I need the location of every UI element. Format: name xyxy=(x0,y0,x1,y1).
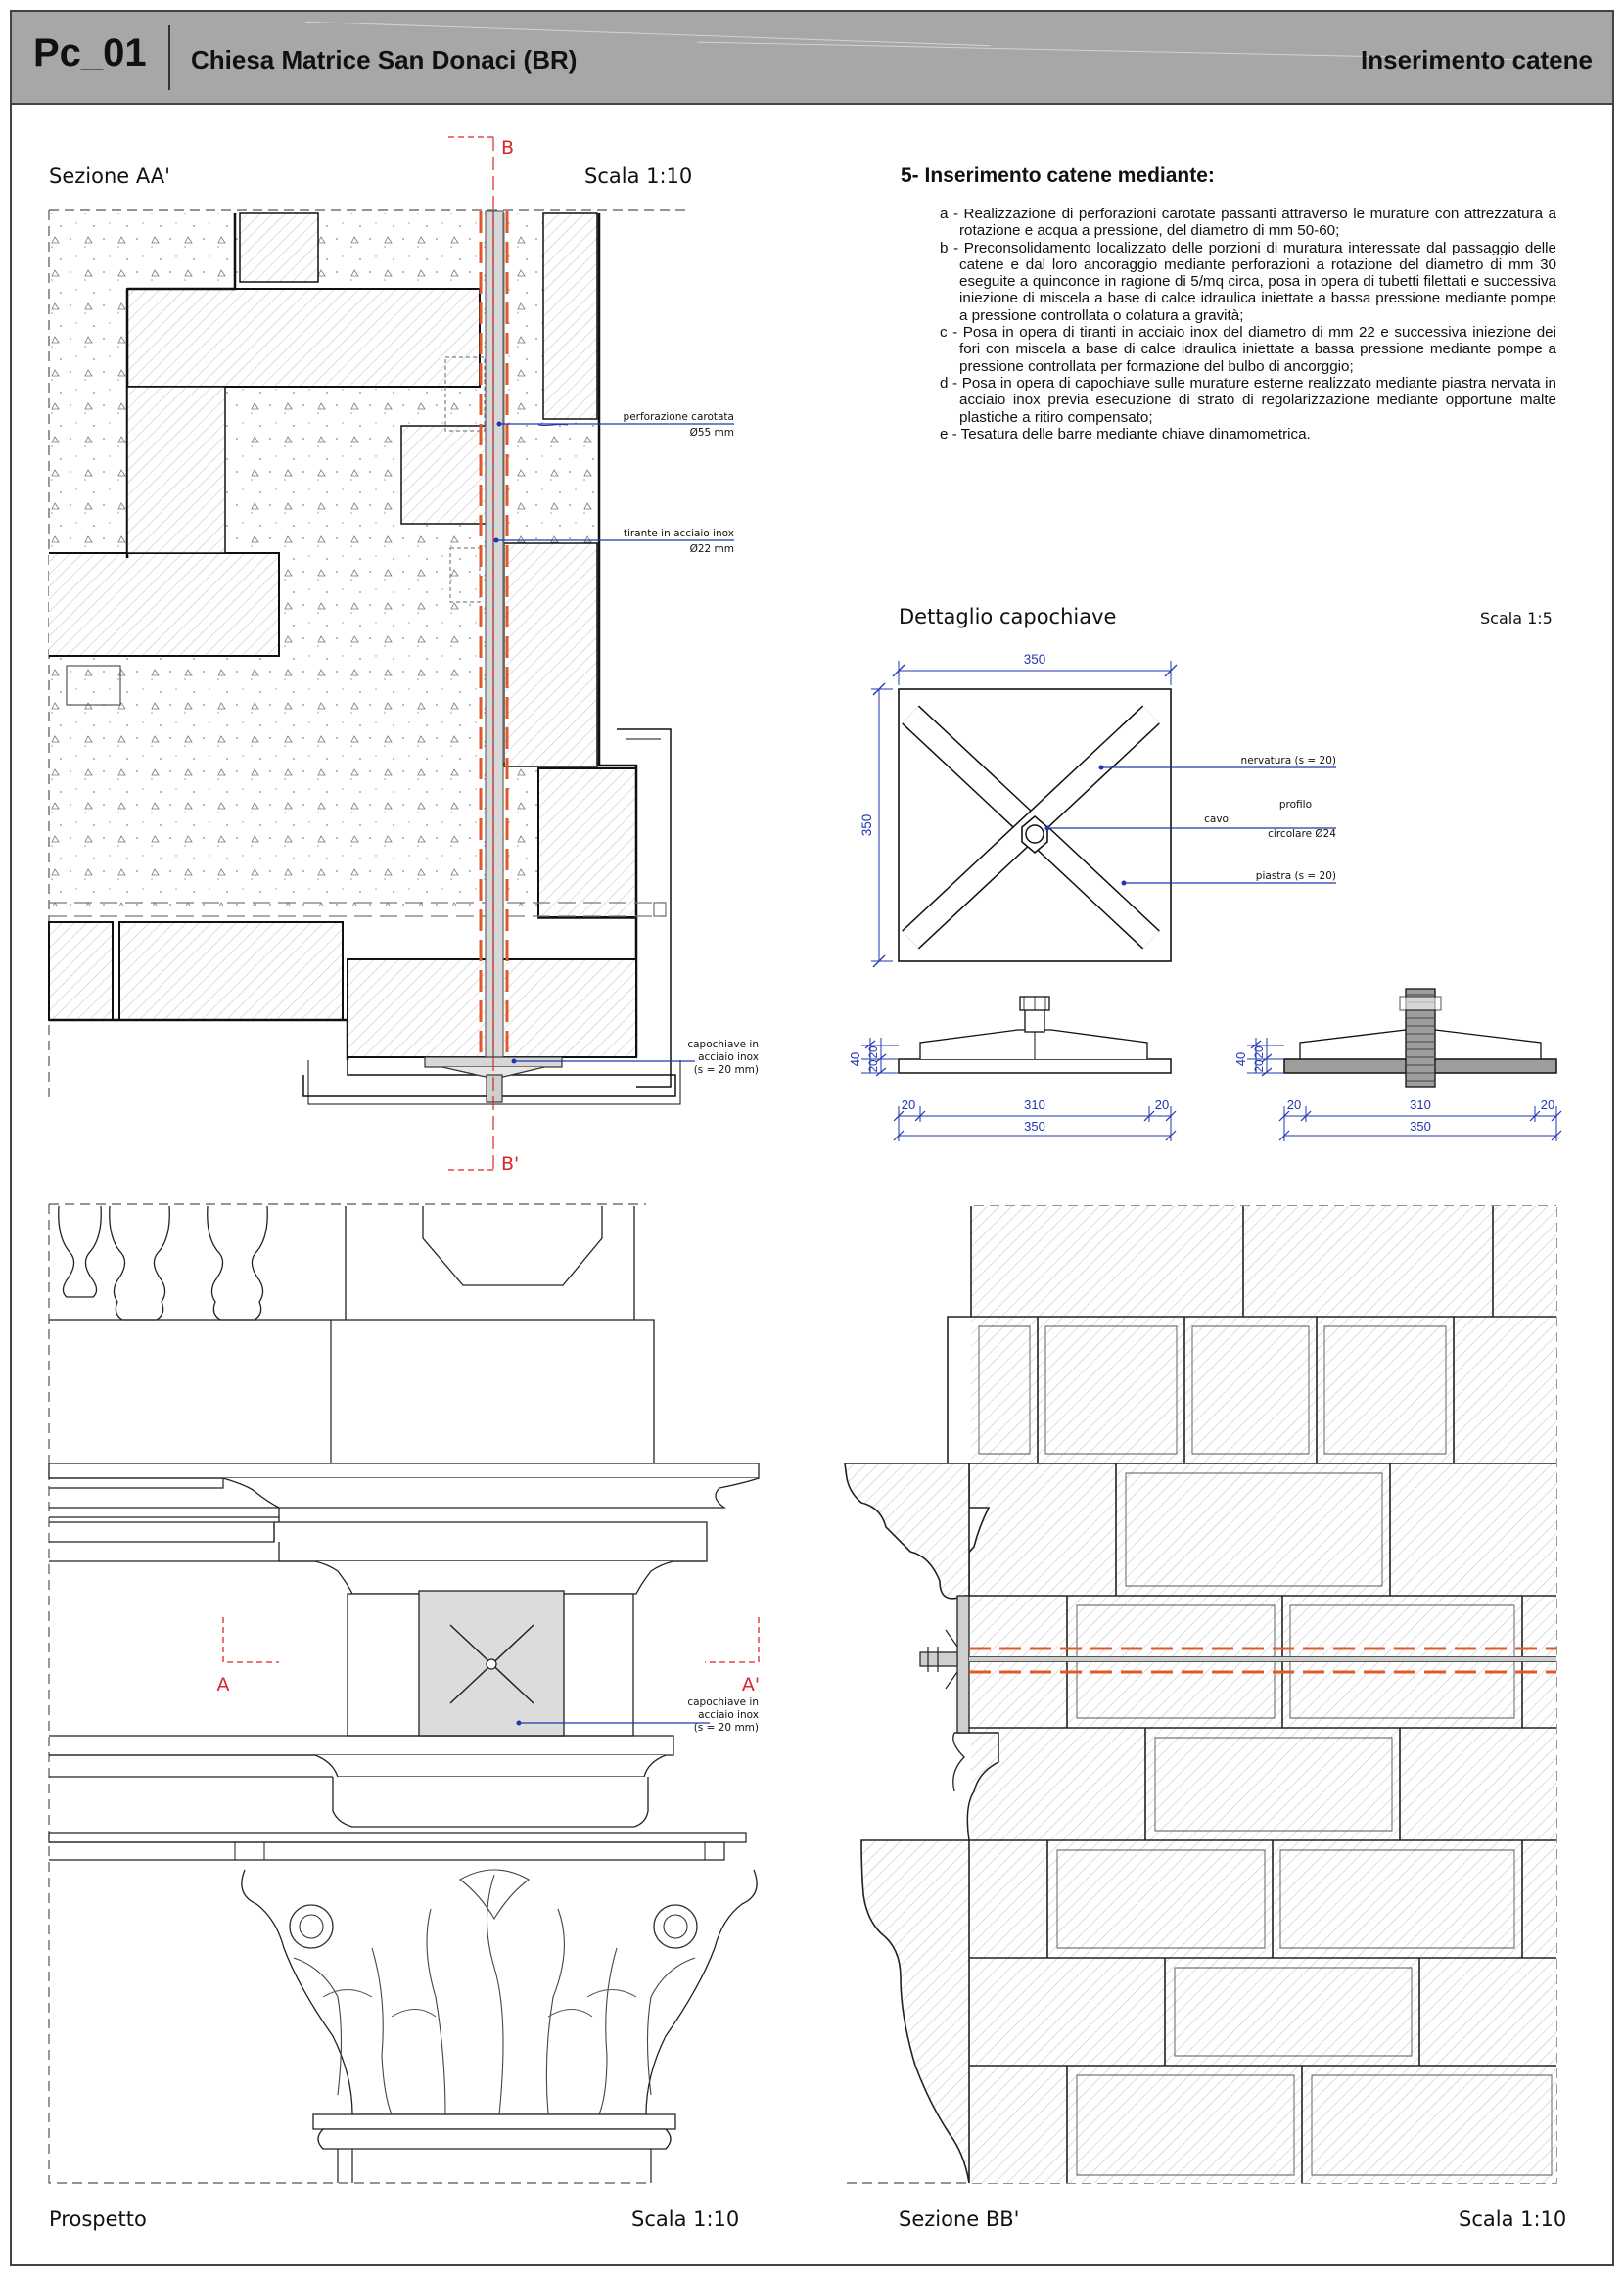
sec2-h-b: 20 xyxy=(1254,1060,1266,1073)
section-bb-drawing xyxy=(844,1205,1557,2184)
dim-width-label: 350 xyxy=(1024,652,1046,667)
project-title: Chiesa Matrice San Donaci (BR) xyxy=(191,45,578,74)
ann-piastra: piastra (s = 20) xyxy=(1256,870,1336,882)
ann-prospetto-capo-3: (s = 20 mm) xyxy=(694,1722,759,1734)
section-aa-title: Sezione AA' xyxy=(49,164,170,188)
cut-label-a: A xyxy=(217,1674,230,1695)
sec2-total: 350 xyxy=(1410,1119,1431,1134)
detail-plan-view: 350 350 nervatura (s = 20) profilo cavo … xyxy=(859,652,1336,968)
note-item-b: b - Preconsolidamento localizzato delle … xyxy=(940,239,1556,324)
bb-anchor-nut xyxy=(919,1651,958,1667)
cut-label-b: B xyxy=(501,137,514,159)
ann-capochiave-1: capochiave in xyxy=(687,1039,759,1050)
sec-edge-left: 20 xyxy=(902,1097,915,1112)
detail-elevation-view: 40 20 20 20 310 20 350 xyxy=(848,996,1177,1141)
prospetto-drawing: A A' capochiave in acciaio inox (s = 20 … xyxy=(48,1203,760,2184)
ann-prospetto-capo-2: acciaio inox xyxy=(698,1709,759,1721)
sec-total: 350 xyxy=(1024,1119,1045,1134)
sheet-code: Pc_01 xyxy=(33,31,147,74)
notes-panel: 5- Inserimento catene mediante: a - Real… xyxy=(901,164,1556,442)
note-item-c: c - Posa in opera di tiranti in acciaio … xyxy=(940,324,1556,375)
prospetto-title: Prospetto xyxy=(49,2207,147,2231)
note-item-e: e - Tesatura delle barre mediante chiave… xyxy=(940,425,1311,442)
ann-perforazione-1: perforazione carotata xyxy=(624,411,734,423)
ann-cavo: cavo xyxy=(1204,813,1229,825)
ann-tirante-2: Ø22 mm xyxy=(690,543,734,555)
ann-prospetto-capo-1: capochiave in xyxy=(687,1696,759,1708)
sec-h-total: 40 xyxy=(848,1052,862,1066)
sec2-mid: 310 xyxy=(1410,1097,1431,1112)
section-bb-title: Sezione BB' xyxy=(899,2207,1020,2231)
cut-label-a-prime: A' xyxy=(742,1674,760,1695)
section-aa-labels: B B' perforazione carotata Ø55 mm tirant… xyxy=(501,137,759,1175)
ann-capochiave-3: (s = 20 mm) xyxy=(694,1064,759,1076)
sec-edge-right: 20 xyxy=(1155,1097,1169,1112)
masonry-wall xyxy=(971,1206,1556,2183)
sec2-edge-right: 20 xyxy=(1541,1097,1554,1112)
detail-scale: Scala 1:5 xyxy=(1480,609,1553,627)
note-item-a: a - Realizzazione di perforazioni carota… xyxy=(940,206,1556,240)
section-aa-drawing xyxy=(48,136,734,1171)
sec-h-a: 20 xyxy=(868,1046,880,1059)
detail-title: Dettaglio capochiave xyxy=(899,605,1117,628)
ann-circolare: circolare Ø24 xyxy=(1268,828,1336,840)
sec2-h-total: 40 xyxy=(1233,1052,1248,1066)
ann-profilo: profilo xyxy=(1279,799,1312,811)
header-separator xyxy=(168,25,170,90)
prospetto-scale: Scala 1:10 xyxy=(631,2207,740,2231)
section-aa-scale: Scala 1:10 xyxy=(584,164,693,188)
cut-label-b-prime: B' xyxy=(501,1153,519,1175)
section-bb-scale: Scala 1:10 xyxy=(1459,2207,1567,2231)
title-block: Pc_01 Chiesa Matrice San Donaci (BR) Ins… xyxy=(12,12,1612,105)
detail-section-view: 40 20 20 20 310 20 350 xyxy=(1233,988,1562,1141)
ann-tirante-1: tirante in acciaio inox xyxy=(624,528,734,539)
dim-height-label: 350 xyxy=(859,814,874,837)
ann-capochiave-2: acciaio inox xyxy=(698,1051,759,1063)
sec2-edge-left: 20 xyxy=(1287,1097,1301,1112)
sheet-subject: Inserimento catene xyxy=(1361,45,1593,74)
sec-mid: 310 xyxy=(1024,1097,1045,1112)
ann-nervatura: nervatura (s = 20) xyxy=(1241,755,1336,766)
bb-anchor-plate xyxy=(956,1595,970,1734)
ann-perforazione-2: Ø55 mm xyxy=(690,427,734,439)
sheet-frame xyxy=(10,10,1614,2266)
notes-title: 5- Inserimento catene mediante: xyxy=(901,164,1215,187)
sec-h-b: 20 xyxy=(868,1060,880,1073)
note-item-d: d - Posa in opera di capochiave sulle mu… xyxy=(940,374,1556,426)
sec2-h-a: 20 xyxy=(1254,1046,1266,1059)
anchor-nut xyxy=(486,1074,503,1103)
